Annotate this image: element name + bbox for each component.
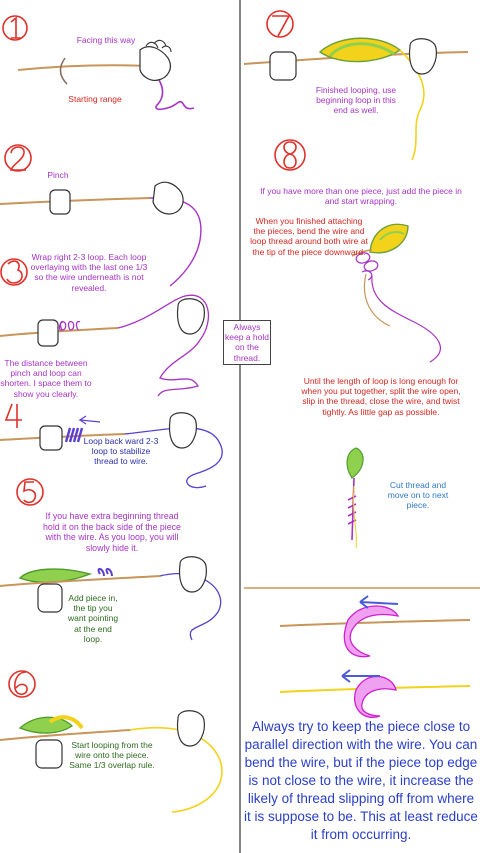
label-when-finished: When you finished attaching the pieces, … [250,216,368,257]
step-1-drawing [17,39,195,111]
step-7-drawing [243,37,469,161]
step-3-drawing [0,294,210,397]
step-3-number [0,258,28,286]
label-starting-range: Starting range [68,94,122,104]
bottom-note: Always try to keep the piece close to pa… [244,719,478,842]
label-distance: The distance between pinch and loop can … [0,358,92,399]
label-add-piece: Add piece in, the tip you want pointing … [67,593,119,644]
step-4-number [4,403,22,428]
label-cut-thread: Cut thread and move on to next piece. [387,480,449,511]
step-8-drawing [351,223,441,363]
label-more-pieces: If you have more than one piece, just ad… [260,186,462,207]
step-7-number [266,10,294,38]
label-finished-looping: Finished looping, use beginning loop in … [315,85,397,116]
label-start-looping: Start looping from the wire onto the pie… [69,740,155,771]
orientation-drawing-bottom [279,669,471,718]
step-1-number [2,15,28,41]
step-6-number [8,670,36,698]
step-5-number [16,478,44,506]
step-4-drawing [0,412,223,489]
step-8-number [274,139,306,171]
step-2-drawing [0,181,202,287]
label-until-length: Until the length of loop is long enough … [301,376,461,417]
label-loop-back: Loop back ward 2-3 loop to stabilize thr… [83,436,159,467]
label-keep-hold: Always keep a hold on the thread. [223,320,271,365]
finished-piece-drawing [346,447,364,549]
orientation-drawing-top [279,595,471,658]
label-facing: Facing this way [76,35,136,45]
label-pinch: Pinch [47,170,69,180]
step-2-number [4,144,32,172]
label-wrap: Wrap right 2-3 loop. Each loop overlayin… [30,252,148,293]
label-extra-thread: If you have extra beginning thread hold … [43,511,181,553]
step-6-drawing [0,710,223,813]
step-5-drawing [0,556,222,641]
